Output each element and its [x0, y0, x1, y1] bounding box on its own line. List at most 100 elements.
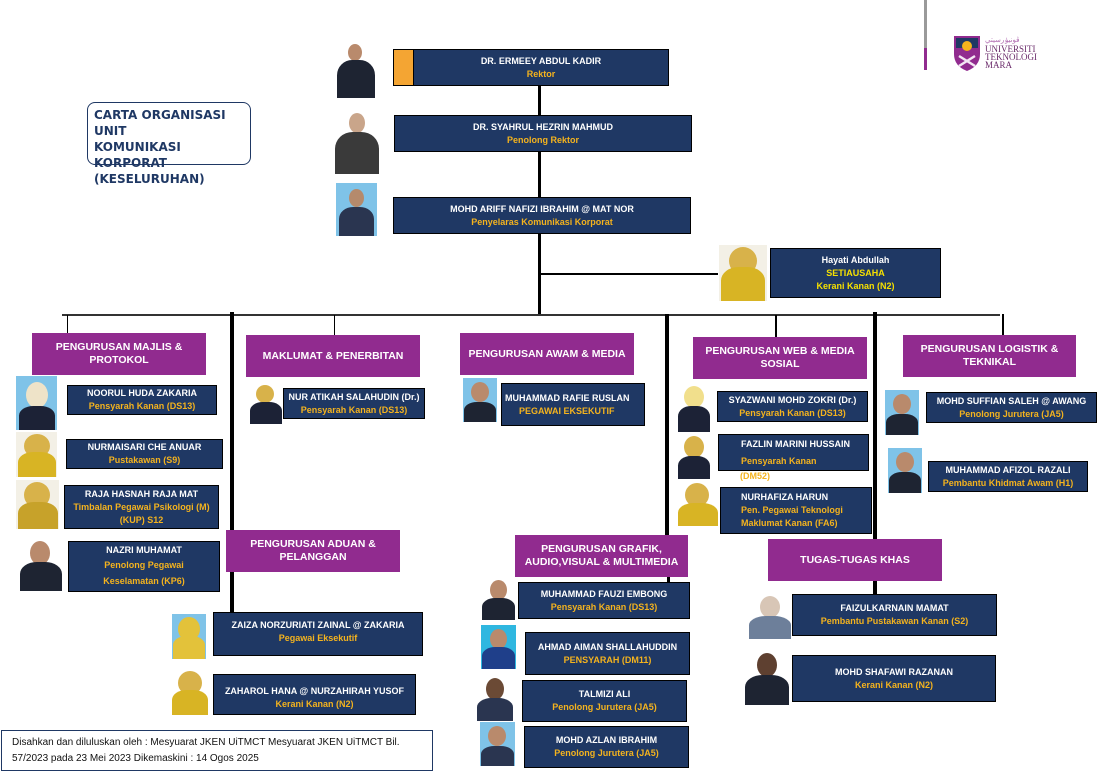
staff-role: Pen. Pegawai Teknologi Maklumat Kanan (F… [741, 505, 843, 528]
connector-logistik [1002, 314, 1004, 336]
card-penyelaras: MOHD ARIFF NAFIZI IBRAHIM @ MAT NOR Peny… [393, 197, 691, 234]
staff-role: Penolong Pegawai Keselamatan (KP6) [103, 560, 185, 586]
staff-role: Pembantu Pustakawan Kanan (S2) [820, 616, 969, 626]
card-azlan: MOHD AZLAN IBRAHIM Penolong Jurutera (JA… [524, 726, 689, 768]
card-nurmaisari: NURMAISARI CHE ANUAR Pustakawan (S9) [66, 439, 223, 469]
staff-name: RAJA HASNAH RAJA MAT [84, 488, 199, 499]
staff-name: NOORUL HUDA ZAKARIA [87, 388, 197, 398]
card-fazlin: FAZLIN MARINI HUSSAIN Pensyarah Kanan [718, 434, 869, 471]
staff-name: MOHD SHAFAWI RAZANAN [835, 666, 953, 677]
staff-role: PENSYARAH (DM11) [563, 654, 652, 665]
dept-maklumat-penerbitan: MAKLUMAT & PENERBITAN [246, 335, 420, 377]
photo-staff [18, 538, 63, 591]
staff-name: SYAZWANI MOHD ZOKRI (Dr.) [728, 394, 857, 405]
card-suffian: MOHD SUFFIAN SALEH @ AWANG Penolong Juru… [926, 392, 1097, 423]
card-aiman: AHMAD AIMAN SHALLAHUDDIN PENSYARAH (DM11… [525, 632, 690, 675]
staff-name: MOHD AZLAN IBRAHIM [555, 735, 658, 745]
photo-staff [249, 384, 282, 424]
photo-penolong-rektor [332, 110, 382, 174]
chart-title-line-2: KOMUNIKASI KORPORAT [94, 140, 181, 170]
card-afizol: MUHAMMAD AFIZOL RAZALI Pembantu Khidmat … [928, 461, 1088, 492]
setiausaha-name: Hayati Abdullah [821, 254, 890, 265]
uitm-logo: ڤونيۏرسيتي UNIVERSITI TEKNOLOGI MARA [952, 34, 1037, 72]
staff-name: ZAIZA NORZURIATI ZAINAL @ ZAKARIA [231, 620, 405, 630]
staff-name: NURMAISARI CHE ANUAR [87, 442, 202, 452]
staff-role: Penolong Jurutera (JA5) [552, 702, 657, 712]
penolong-rektor-name: DR. SYAHRUL HEZRIN MAHMUD [472, 121, 613, 132]
photo-staff [16, 480, 59, 529]
staff-name: MOHD SUFFIAN SALEH @ AWANG [936, 395, 1087, 406]
logo-divider-accent [924, 48, 927, 70]
staff-role: Kerani Kanan (N2) [854, 679, 934, 690]
card-syazwani: SYAZWANI MOHD ZOKRI (Dr.) Pensyarah Kana… [717, 391, 868, 422]
staff-role: Pembantu Khidmat Awam (H1) [942, 477, 1074, 488]
chart-title-line-1: CARTA ORGANISASI UNIT [94, 108, 226, 138]
connector-khas-down [873, 580, 877, 595]
connector-horizontal-bus [62, 314, 1000, 316]
setiausaha-grade: Kerani Kanan (N2) [816, 280, 895, 291]
staff-name: AHMAD AIMAN SHALLAHUDDIN [537, 641, 678, 652]
photo-staff [476, 676, 514, 721]
uitm-crest-icon [954, 36, 980, 71]
staff-name: TALMIZI ALI [578, 689, 631, 699]
logo-script-text: ڤونيۏرسيتي [985, 36, 1020, 44]
setiausaha-role: SETIAUSAHA [826, 267, 885, 278]
photo-staff [16, 376, 57, 430]
staff-name: ZAHAROL HANA @ NURZAHIRAH YUSOF [224, 686, 405, 696]
rektor-name: DR. ERMEEY ABDUL KADIR [480, 55, 602, 66]
dept-web-media-sosial: PENGURUSAN WEB & MEDIA SOSIAL [693, 337, 867, 379]
staff-role: PEGAWAI EKSEKUTIF [519, 405, 615, 416]
rektor-role: Rektor [526, 68, 556, 79]
rektor-accent-bar [393, 49, 414, 86]
logo-line-1: UNIVERSITI [985, 44, 1036, 54]
dept-aduan-pelanggan: PENGURUSAN ADUAN & PELANGGAN [226, 530, 400, 572]
dept-majlis-protokol: PENGURUSAN MAJLIS & PROTOKOL [32, 333, 206, 375]
staff-name: MUHAMMAD FAUZI EMBONG [540, 588, 668, 599]
connector-maklumat [334, 315, 335, 335]
card-raja-hasnah: RAJA HASNAH RAJA MAT Timbalan Pegawai Ps… [64, 485, 219, 529]
photo-staff [481, 578, 516, 620]
card-faizulkarnain: FAIZULKARNAIN MAMAT Pembantu Pustakawan … [792, 594, 997, 636]
penyelaras-role: Penyelaras Komunikasi Korporat [471, 216, 613, 227]
photo-setiausaha [719, 245, 767, 301]
photo-penyelaras [336, 183, 377, 236]
dept-logistik-teknikal: PENGURUSAN LOGISTIK & TEKNIKAL [903, 335, 1076, 377]
staff-name: MUHAMMAD AFIZOL RAZALI [945, 464, 1071, 475]
card-zaharol: ZAHAROL HANA @ NURZAHIRAH YUSOF Kerani K… [213, 674, 416, 715]
card-fauzi: MUHAMMAD FAUZI EMBONG Pensyarah Kanan (D… [518, 582, 690, 619]
staff-name: FAIZULKARNAIN MAMAT [840, 603, 949, 613]
dept-tugas-khas: TUGAS-TUGAS KHAS [768, 539, 942, 581]
card-noorul-huda: NOORUL HUDA ZAKARIA Pensyarah Kanan (DS1… [67, 385, 217, 415]
card-setiausaha: Hayati Abdullah SETIAUSAHA Kerani Kanan … [770, 248, 941, 298]
photo-staff [480, 722, 515, 766]
approval-footer: Disahkan dan diluluskan oleh : Mesyuarat… [1, 730, 433, 771]
card-nazri: NAZRI MUHAMAT Penolong Pegawai Keselamat… [68, 541, 220, 592]
card-penolong-rektor: DR. SYAHRUL HEZRIN MAHMUD Penolong Rekto… [394, 115, 692, 152]
logo-divider-bar [924, 0, 927, 48]
connector-majlis [67, 315, 68, 333]
dept-grafik-multimedia: PENGURUSAN GRAFIK, AUDIO,VISUAL & MULTIM… [515, 535, 688, 577]
staff-role: Pegawai Eksekutif [278, 633, 358, 643]
connector-secretary [540, 273, 718, 275]
penyelaras-name: MOHD ARIFF NAFIZI IBRAHIM @ MAT NOR [450, 203, 634, 214]
staff-role: Pensyarah Kanan (DS13) [739, 407, 846, 418]
staff-role: Penolong Jurutera (JA5) [554, 748, 659, 758]
photo-staff [16, 432, 57, 477]
photo-staff [885, 390, 919, 435]
penolong-rektor-role: Penolong Rektor [506, 134, 579, 145]
card-rafie: MUHAMMAD RAFIE RUSLAN PEGAWAI EKSEKUTIF [501, 383, 645, 426]
photo-staff [677, 384, 710, 432]
staff-name: FAZLIN MARINI HUSSAIN [741, 438, 850, 449]
staff-name: NAZRI MUHAMAT [106, 545, 182, 555]
staff-name: NUR ATIKAH SALAHUDIN (Dr.) [288, 391, 420, 402]
staff-role: Pensyarah Kanan (DS13) [88, 401, 196, 411]
photo-staff [463, 378, 497, 422]
chart-title: CARTA ORGANISASI UNIT KOMUNIKASI KORPORA… [87, 102, 251, 186]
connector-web [775, 315, 777, 337]
photo-staff [888, 448, 922, 493]
staff-role: Pensyarah Kanan (DS13) [550, 601, 658, 612]
chart-title-line-3: (KESELURUHAN) [94, 172, 205, 186]
photo-staff [744, 651, 790, 705]
photo-staff [677, 481, 718, 526]
card-nur-atikah: NUR ATIKAH SALAHUDIN (Dr.) Pensyarah Kan… [283, 388, 425, 419]
